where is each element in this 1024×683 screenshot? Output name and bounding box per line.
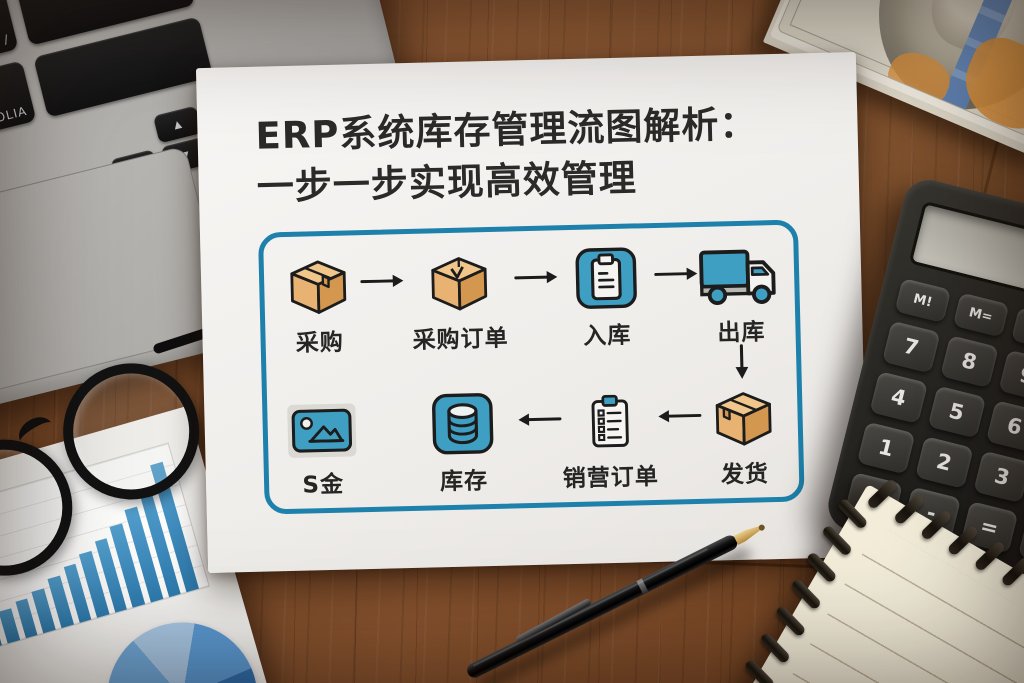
flow-step-shipping: 发货 [710,381,779,490]
flow-step-label: 采购订单 [412,325,509,354]
flow-step-label: 采购 [295,329,345,357]
calculator-key: M= [952,292,1010,338]
flow-step-inventory: 库存 [431,388,496,496]
flow-step-funds: S金 [286,391,359,500]
arrow-left-icon [517,410,562,432]
cardboard-box-closed-icon [710,381,778,449]
title-line-2: 一步一步实现高效管理 [256,156,638,209]
calculator-key: 3 [972,450,1024,504]
flow-step-inbound: 入库 [574,242,639,350]
arrow-right-icon [360,272,404,294]
cardboard-box-closed-icon [285,249,353,317]
calculator-key: 4 [869,371,928,424]
flow-step-label: 出库 [717,319,766,347]
calculator-key: 6 [985,400,1024,453]
flow-step-sales-order: 销营订单 [561,384,660,493]
pen-shadow [477,546,752,683]
calculator-key: Mi [1010,306,1024,352]
laptop-key: SOLIA [0,60,37,138]
calculator-key: 7 [881,320,941,374]
flowchart-border-box: 采购 采购订单 [257,219,805,515]
page-title: ERP系统库存管理流图解析： 一步一步实现高效管理 [255,98,759,212]
pen-body [464,533,766,681]
sales-order-checklist-icon [580,384,640,451]
delivery-truck-icon [697,239,783,307]
flow-step-procurement: 采购 [285,249,354,358]
arrow-down-icon [733,344,751,384]
flow-step-label: 入库 [583,322,632,350]
image-placeholder-tile-icon [286,391,358,459]
calculator-key: 9 [997,349,1024,403]
calculator-key: 5 [927,385,986,439]
inventory-database-tile-icon [431,388,495,455]
flow-step-label: 库存 [439,468,489,496]
flow-step-label: 销营订单 [562,463,660,493]
erp-flowchart-paper: ERP系统库存管理流图解析： 一步一步实现高效管理 采购 [195,52,869,573]
laptop-key: / [0,0,19,66]
calculator-key: 1 [856,421,916,475]
calculator-key: 8 [939,335,999,388]
arrow-right-icon [654,265,698,287]
flow-step-label: S金 [302,471,345,499]
flow-step-purchase-order: 采购订单 [410,246,509,355]
ballpoint-pen [450,520,795,683]
cardboard-box-open-icon [425,246,493,314]
flow-step-label: 发货 [720,461,770,489]
arrow-right-icon [514,268,558,290]
bar [0,608,21,644]
calculator-key: 2 [914,436,974,489]
inbound-clipboard-tile-icon [574,242,638,309]
pen-band [636,578,649,595]
arrow-left-icon [657,407,702,429]
calculator-key: M! [894,277,952,323]
flow-step-outbound: 出库 [697,239,784,348]
